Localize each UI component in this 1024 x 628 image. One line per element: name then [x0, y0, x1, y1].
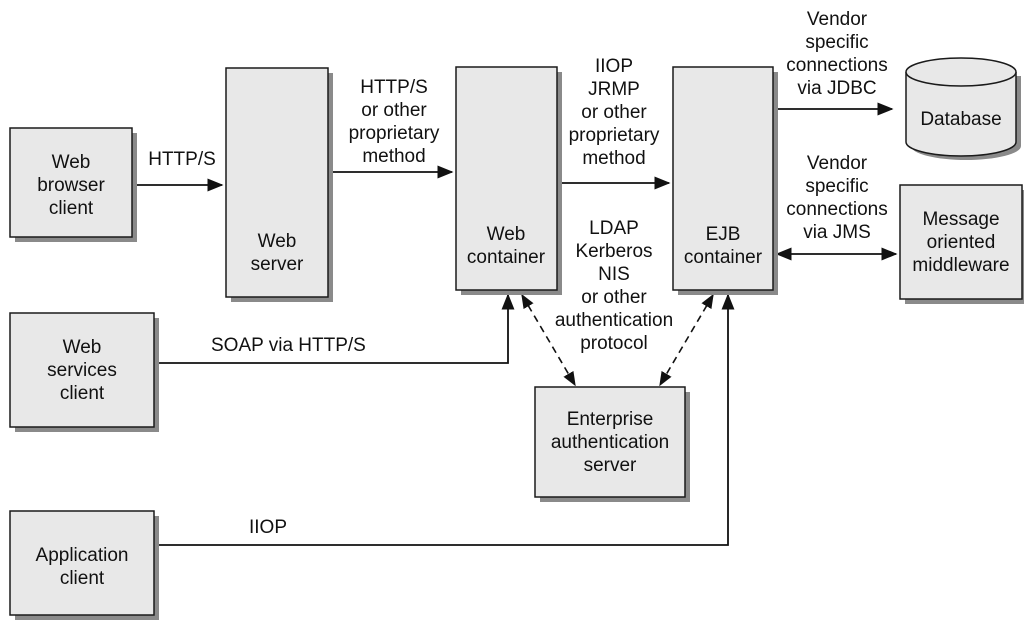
edge-label-line: Vendor: [807, 9, 868, 30]
database-cylinder-top: [905, 57, 1017, 87]
edge-label-line: SOAP via HTTP/S: [211, 335, 366, 356]
node-label-line: client: [60, 568, 105, 589]
edge-label-line: or other: [581, 102, 647, 123]
edge-label-line: via JMS: [803, 222, 871, 243]
node-label-line: oriented: [927, 232, 996, 253]
database-node: Database: [905, 57, 1021, 160]
edge-label-line: specific: [805, 176, 868, 197]
webcontainer-auth-dashed-arrow: [521, 293, 576, 387]
edge-label-line: Vendor: [807, 153, 868, 174]
edge-label-line: authentication: [555, 310, 673, 331]
node-label-line: container: [684, 247, 763, 268]
edge-label-line: specific: [805, 32, 868, 53]
web-services-client-node: Web services client: [9, 312, 159, 432]
edge-label-line: HTTP/S: [360, 77, 428, 98]
node-label-line: Web: [63, 337, 102, 358]
web-browser-client-node: Web browser client: [9, 127, 137, 242]
appclient-to-ejb-label: IIOP: [249, 517, 287, 538]
webservices-to-webcontainer-arrow: [159, 293, 515, 364]
edge-label-line: or other: [581, 287, 647, 308]
edge-label-line: IIOP: [249, 517, 287, 538]
authentication-label: LDAP Kerberos NIS or other authenticatio…: [555, 218, 673, 354]
edge-label-line: proprietary: [349, 123, 440, 144]
webcontainer-to-ejb-label: IIOP JRMP or other proprietary method: [569, 56, 660, 169]
browser-to-webserver-label: HTTP/S: [148, 149, 216, 170]
ejb-auth-dashed-arrow: [659, 293, 714, 387]
edge-label-line: protocol: [580, 333, 648, 354]
edge-label-line: Kerberos: [575, 241, 652, 262]
node-label-line: services: [47, 360, 117, 381]
edge-label-line: IIOP: [595, 56, 633, 77]
webserver-to-webcontainer-label: HTTP/S or other proprietary method: [349, 77, 440, 167]
web-server-node: Web server: [225, 67, 333, 302]
node-label-line: Web: [487, 224, 526, 245]
node-label-line: Message: [922, 209, 999, 230]
webservices-to-webcontainer-label: SOAP via HTTP/S: [211, 335, 366, 356]
edge-label-line: JRMP: [588, 79, 640, 100]
node-label-line: middleware: [912, 255, 1009, 276]
edge-label-line: connections: [786, 199, 887, 220]
ejb-container-node: EJB container: [672, 66, 778, 295]
edge-label-line: or other: [361, 100, 427, 121]
node-label-line: EJB: [706, 224, 741, 245]
node-label-line: server: [251, 254, 304, 275]
edge-label-line: NIS: [598, 264, 630, 285]
node-label-line: Application: [36, 545, 129, 566]
message-oriented-middleware-node: Message oriented middleware: [899, 184, 1024, 304]
node-label-line: browser: [37, 175, 105, 196]
ejb-to-mom-label: Vendor specific connections via JMS: [786, 153, 887, 243]
node-label-line: authentication: [551, 432, 669, 453]
web-container-node: Web container: [455, 66, 562, 295]
connectors: [132, 102, 898, 546]
node-label-line: Database: [920, 109, 1001, 130]
application-client-node: Application client: [9, 510, 159, 620]
node-label-line: client: [60, 383, 105, 404]
edge-label-line: method: [362, 146, 425, 167]
enterprise-authentication-server-node: Enterprise authentication server: [534, 386, 690, 502]
node-label-line: Web: [258, 231, 297, 252]
edge-label-line: via JDBC: [797, 78, 876, 99]
node-label-line: client: [49, 198, 94, 219]
node-label-line: Enterprise: [567, 409, 654, 430]
edge-label-line: method: [582, 148, 645, 169]
appclient-to-ejb-arrow: [159, 293, 735, 546]
database-cylinder-body: [905, 72, 1017, 157]
node-label-line: server: [584, 455, 637, 476]
node-label-line: Web: [52, 152, 91, 173]
edge-label-line: proprietary: [569, 125, 660, 146]
edge-label-line: LDAP: [589, 218, 639, 239]
edge-label-line: connections: [786, 55, 887, 76]
ejb-to-database-label: Vendor specific connections via JDBC: [786, 9, 887, 99]
node-label-line: container: [467, 247, 546, 268]
edge-label-line: HTTP/S: [148, 149, 216, 170]
